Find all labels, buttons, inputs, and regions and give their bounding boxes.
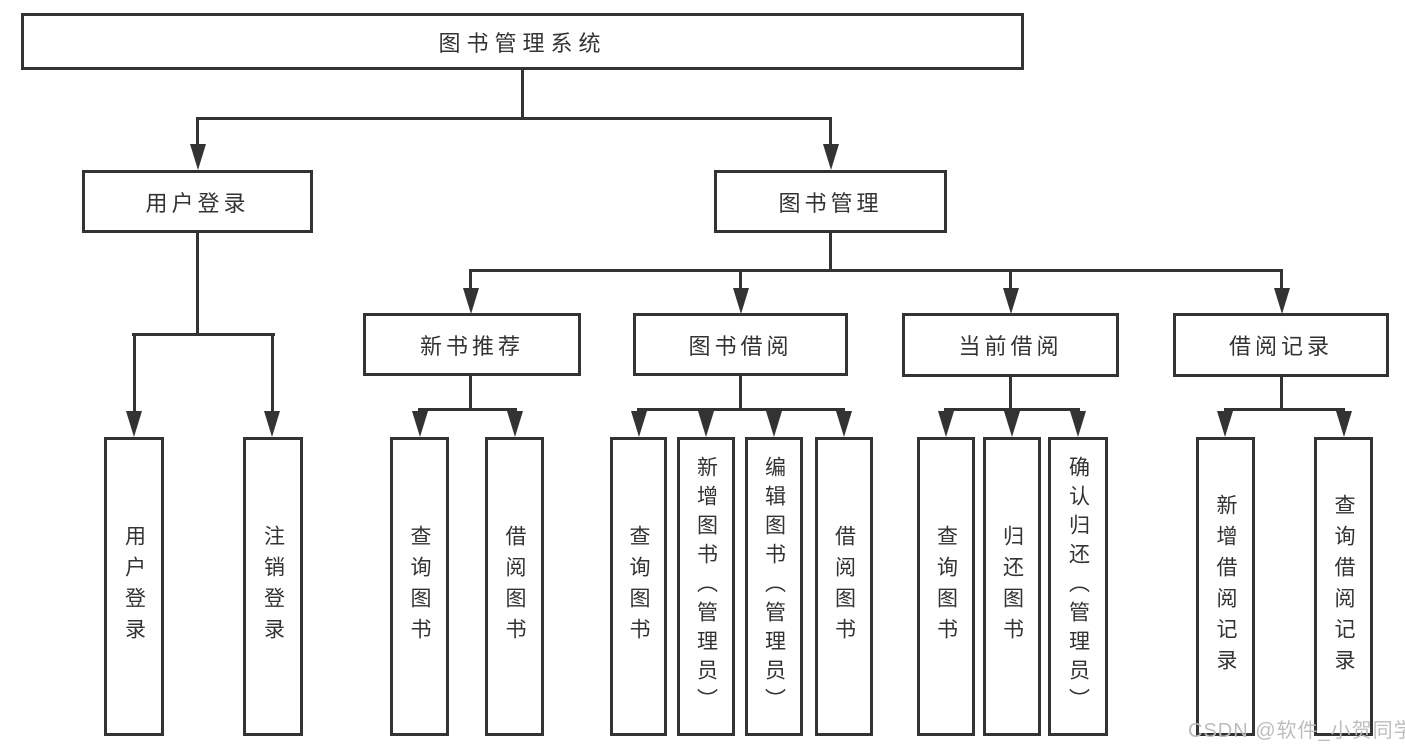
- csdn-watermark: CSDN @软件_小贺同学: [1188, 720, 1405, 742]
- connector-root-to-user-login-stem: [196, 117, 199, 145]
- leaf-current-query-books: 查询图书: [917, 437, 975, 736]
- leaf-current-confirm-return-admin-label: 确认归还（管理员）: [1066, 456, 1090, 717]
- node-new-book-recommend-label: 新书推荐: [419, 333, 524, 359]
- leaf-borrow-add-books-admin-label: 新增图书（管理员）: [694, 456, 718, 717]
- leaf-borrow-query-books-label: 查询图书: [627, 524, 651, 649]
- arrowhead-down-icon: [507, 411, 523, 437]
- leaf-newbook-borrow-books-label: 借阅图书: [503, 524, 527, 649]
- leaf-logout: 注销登录: [243, 437, 303, 736]
- node-root-library-system: 图书管理系统: [21, 13, 1024, 70]
- arrowhead-down-icon: [1004, 411, 1020, 437]
- connector-root-crossbar: [196, 117, 832, 120]
- connector-new-book-crossbar: [418, 408, 517, 411]
- connector-root-to-book-management-stem: [829, 117, 832, 145]
- arrowhead-down-icon: [836, 411, 852, 437]
- node-book-borrowing: 图书借阅: [633, 313, 848, 376]
- connector-to-current-borrowing-stem: [1009, 269, 1012, 288]
- arrowhead-down-icon: [823, 144, 839, 170]
- connector-user-login-leaf2-stem: [271, 333, 274, 411]
- leaf-borrow-query-books: 查询图书: [610, 437, 667, 736]
- connector-borrowing-records-crossbar: [1224, 408, 1345, 411]
- arrowhead-down-icon: [631, 411, 647, 437]
- leaf-newbook-query-books: 查询图书: [390, 437, 449, 736]
- connector-new-book-stem: [469, 376, 472, 408]
- connector-to-new-book-stem: [469, 269, 472, 288]
- connector-book-management-stem: [829, 233, 832, 269]
- connector-current-borrowing-crossbar: [944, 408, 1080, 411]
- node-borrowing-records: 借阅记录: [1173, 313, 1389, 377]
- connector-user-login-leaf1-stem: [133, 333, 136, 411]
- leaf-newbook-borrow-books: 借阅图书: [485, 437, 544, 736]
- leaf-borrow-edit-books-admin: 编辑图书（管理员）: [745, 437, 803, 736]
- leaf-borrow-add-books-admin: 新增图书（管理员）: [677, 437, 735, 736]
- leaf-current-query-books-label: 查询图书: [934, 524, 958, 649]
- node-current-borrowing: 当前借阅: [902, 313, 1119, 377]
- arrowhead-down-icon: [190, 144, 206, 170]
- leaf-newbook-query-books-label: 查询图书: [408, 524, 432, 649]
- node-borrowing-records-label: 借阅记录: [1228, 334, 1333, 359]
- arrowhead-down-icon: [1336, 411, 1352, 437]
- arrowhead-down-icon: [698, 411, 714, 437]
- leaf-records-query-borrow-record: 查询借阅记录: [1314, 437, 1373, 736]
- connector-user-login-crossbar: [132, 333, 275, 336]
- node-new-book-recommend: 新书推荐: [363, 313, 581, 376]
- connector-borrowing-records-leaves-stem: [1280, 377, 1283, 408]
- arrowhead-down-icon: [938, 411, 954, 437]
- arrowhead-down-icon: [1003, 288, 1019, 314]
- arrowhead-down-icon: [1070, 411, 1086, 437]
- arrowhead-down-icon: [126, 411, 142, 437]
- connector-root-stem: [521, 70, 524, 117]
- arrowhead-down-icon: [766, 411, 782, 437]
- leaf-user-login: 用户登录: [104, 437, 164, 736]
- node-user-login-label: 用户登录: [145, 190, 250, 216]
- connector-current-borrowing-leaves-stem: [1009, 377, 1012, 408]
- leaf-current-confirm-return-admin: 确认归还（管理员）: [1048, 437, 1108, 736]
- connector-to-book-borrowing-stem: [739, 269, 742, 288]
- node-user-login: 用户登录: [82, 170, 313, 233]
- leaf-current-return-books-label: 归还图书: [1000, 524, 1024, 649]
- arrowhead-down-icon: [412, 411, 428, 437]
- connector-book-borrowing-leaves-stem: [739, 376, 742, 408]
- node-book-management-label: 图书管理: [778, 190, 883, 216]
- leaf-borrow-borrow-books: 借阅图书: [815, 437, 873, 736]
- arrowhead-down-icon: [1217, 411, 1233, 437]
- arrowhead-down-icon: [463, 288, 479, 314]
- leaf-current-return-books: 归还图书: [983, 437, 1041, 736]
- leaf-borrow-borrow-books-label: 借阅图书: [832, 524, 856, 649]
- connector-book-borrowing-crossbar: [637, 408, 845, 411]
- node-book-borrowing-label: 图书借阅: [688, 333, 793, 359]
- leaf-records-add-borrow-record: 新增借阅记录: [1196, 437, 1255, 736]
- node-book-management: 图书管理: [714, 170, 947, 233]
- connector-user-login-stem: [196, 233, 199, 333]
- leaf-records-add-borrow-record-label: 新增借阅记录: [1214, 493, 1238, 680]
- node-current-borrowing-label: 当前借阅: [958, 334, 1063, 359]
- connector-book-management-crossbar: [469, 269, 1283, 272]
- arrowhead-down-icon: [264, 411, 280, 437]
- leaf-borrow-edit-books-admin-label: 编辑图书（管理员）: [762, 456, 786, 717]
- leaf-logout-label: 注销登录: [261, 524, 285, 649]
- connector-to-borrowing-records-stem: [1280, 269, 1283, 288]
- node-root-label: 图书管理系统: [438, 30, 607, 56]
- arrowhead-down-icon: [1274, 288, 1290, 314]
- arrowhead-down-icon: [733, 288, 749, 314]
- leaf-user-login-label: 用户登录: [122, 524, 146, 649]
- leaf-records-query-borrow-record-label: 查询借阅记录: [1332, 493, 1356, 680]
